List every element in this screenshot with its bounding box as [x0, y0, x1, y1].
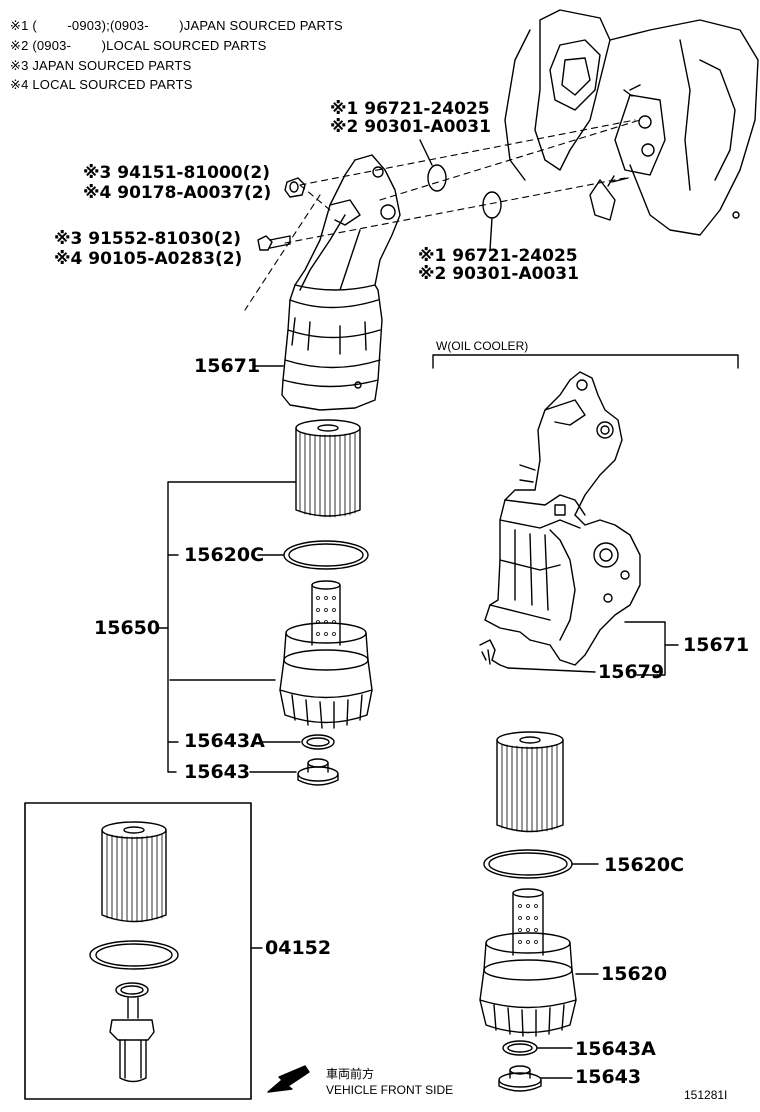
nut-drawing [284, 177, 306, 198]
part-nut-a[interactable]: ※3 94151-81000(2) [83, 163, 270, 183]
filter-cap-left-drawing [279, 580, 373, 729]
note-4: ※4 LOCAL SOURCED PARTS [10, 77, 193, 92]
note-3: ※3 JAPAN SOURCED PARTS [10, 58, 192, 73]
part-plug-left[interactable]: 15643 [184, 761, 251, 783]
alignment-lines [244, 119, 641, 311]
note-1: ※1 ( -0903);(0903- )JAPAN SOURCED PARTS [10, 18, 343, 33]
filter-cap-right-drawing [479, 888, 577, 1037]
part-gasket-right[interactable]: 15620C [604, 854, 685, 876]
part-filter-assy[interactable]: 15650 [94, 617, 161, 639]
front-arrow-icon [267, 1065, 310, 1093]
note-2: ※2 (0903- )LOCAL SOURCED PARTS [10, 38, 267, 53]
part-oring-top-b[interactable]: ※2 90301-A0031 [330, 117, 491, 137]
bolt-drawing [257, 235, 291, 251]
part-oring-top-a[interactable]: ※1 96721-24025 [330, 99, 490, 119]
part-bolt-a[interactable]: ※3 91552-81030(2) [54, 229, 241, 249]
part-cap-right[interactable]: 15620 [601, 963, 668, 985]
filter-element-right-drawing [496, 731, 564, 833]
gasket-right [483, 849, 573, 879]
part-nut-b[interactable]: ※4 90178-A0037(2) [83, 183, 272, 203]
filter-housing-right-drawing [479, 371, 641, 669]
gasket-left [283, 540, 369, 570]
filter-element-left-drawing [295, 419, 361, 518]
assembly-bracket [157, 481, 296, 773]
front-label-jp: 車両前方 [326, 1067, 375, 1081]
o-ring-top [427, 164, 447, 192]
right-bracket-line [624, 621, 679, 676]
part-plug-right[interactable]: 15643 [575, 1066, 642, 1088]
part-bracket-left[interactable]: 15671 [194, 355, 261, 377]
plug-right-drawing [498, 1065, 542, 1092]
part-washer-right[interactable]: 15643A [575, 1038, 656, 1060]
kit-filter-drawing [89, 821, 179, 1083]
filter-housing-left-drawing [281, 154, 401, 411]
front-label-en: VEHICLE FRONT SIDE [326, 1083, 454, 1097]
variant-label: W(OIL COOLER) [436, 339, 529, 353]
part-washer-left[interactable]: 15643A [184, 730, 265, 752]
part-bracket-right[interactable]: 15671 [683, 634, 750, 656]
part-kit-box[interactable]: 04152 [265, 937, 332, 959]
kit-box [24, 802, 252, 1100]
part-bolt-b[interactable]: ※4 90105-A0283(2) [54, 249, 243, 269]
washer-left [301, 734, 335, 750]
plug-left-drawing [297, 758, 339, 786]
diagram-id: 151281I [684, 1088, 728, 1102]
part-bracket-right-sub[interactable]: 15679 [598, 661, 665, 683]
part-oring-mid-b[interactable]: ※2 90301-A0031 [418, 264, 579, 284]
part-gasket-left[interactable]: 15620C [184, 544, 265, 566]
variant-bracket [432, 354, 739, 369]
part-oring-mid-a[interactable]: ※1 96721-24025 [418, 246, 578, 266]
engine-block-drawing [504, 9, 759, 236]
